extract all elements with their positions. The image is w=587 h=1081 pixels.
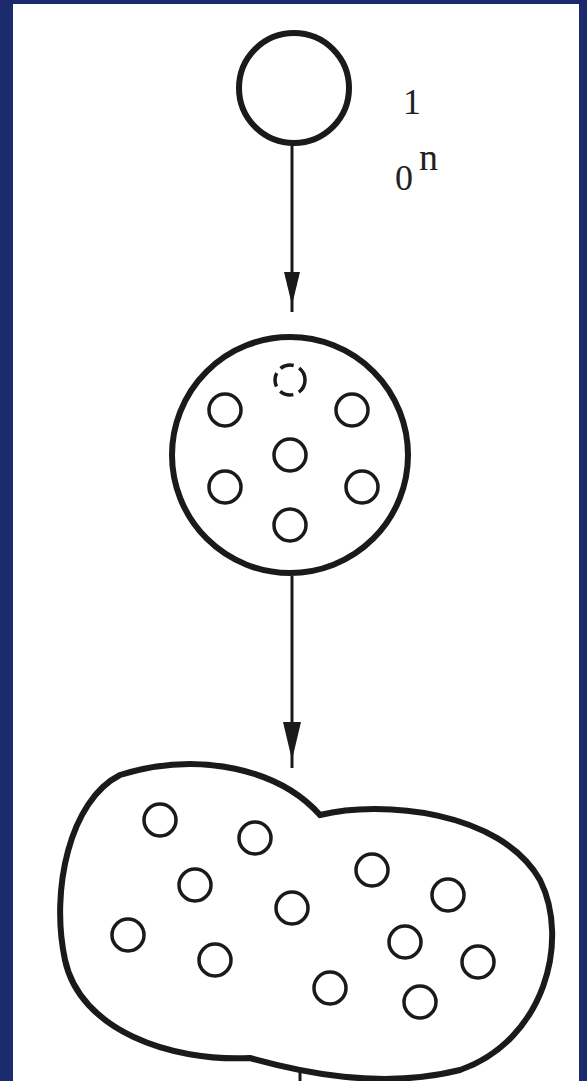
line-stub	[299, 1070, 302, 1081]
nucleon	[239, 822, 271, 854]
arrowhead	[283, 722, 301, 760]
nuclide-notation: n	[419, 138, 438, 176]
nucleon	[356, 854, 388, 886]
nucleon	[404, 986, 436, 1018]
arrowhead	[284, 272, 300, 305]
neutron-circle	[239, 33, 349, 143]
nucleon	[462, 946, 494, 978]
nucleon	[432, 879, 464, 911]
deformed-nucleus	[60, 764, 552, 1079]
nucleon	[199, 944, 231, 976]
nucleon	[209, 394, 241, 426]
nucleon	[336, 394, 368, 426]
nucleon	[346, 471, 378, 503]
nucleon	[389, 926, 421, 958]
nucleon	[179, 869, 211, 901]
nucleon	[275, 365, 305, 395]
nuclide-notation: 0	[395, 160, 413, 196]
nucleon	[276, 892, 308, 924]
page-ground	[13, 4, 579, 1081]
nucleon	[274, 509, 306, 541]
nucleus-circle	[172, 337, 408, 573]
nucleon	[112, 919, 144, 951]
nucleon	[209, 471, 241, 503]
nucleon	[144, 804, 176, 836]
nucleon	[274, 439, 306, 471]
nucleon	[314, 972, 346, 1004]
nuclide-notation: 1	[403, 84, 421, 120]
